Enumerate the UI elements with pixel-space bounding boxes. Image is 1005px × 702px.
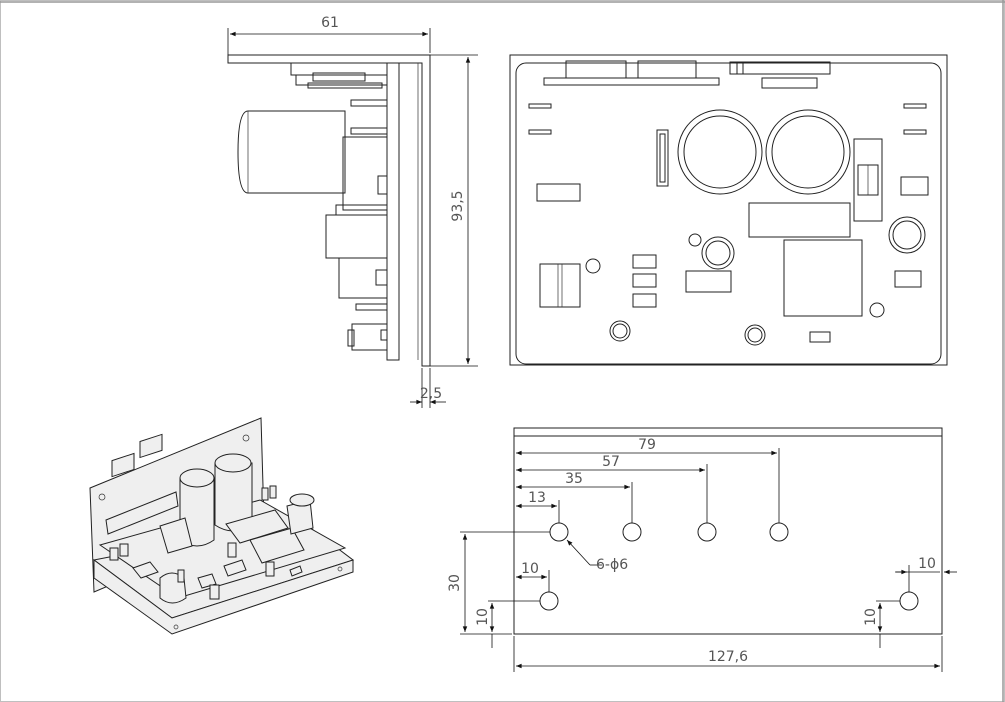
dim-13: 13 [528,490,546,506]
dim-93-5: 93,5 [450,190,466,221]
hole [769,522,789,542]
dim-35: 35 [565,471,583,487]
dim-57: 57 [602,454,620,470]
hole [549,522,569,542]
dim-left-hole-y: 10 [475,608,491,626]
dim-79: 79 [638,437,656,453]
dim-right-hole-y: 10 [863,608,879,626]
hole [697,522,717,542]
side-view [227,54,431,367]
dim-left-hole-x: 10 [521,561,539,577]
dim-right-hole-x: 10 [918,556,936,572]
dim-2-5: 2,5 [420,386,442,402]
dim-30: 30 [447,574,463,592]
bottom-view [513,427,943,635]
isometric-view [89,417,355,635]
front-view [509,54,948,366]
hole [899,591,919,611]
side-dimensions: 61 93,5 2,5 [227,15,478,408]
holes-callout: 6-ϕ6 [596,557,628,573]
hole [539,591,559,611]
bottom-dimensions: 79 57 35 13 6-ϕ6 30 10 10 10 [447,437,957,672]
dim-61: 61 [321,15,339,31]
hole [622,522,642,542]
dim-127-6: 127,6 [708,649,748,665]
